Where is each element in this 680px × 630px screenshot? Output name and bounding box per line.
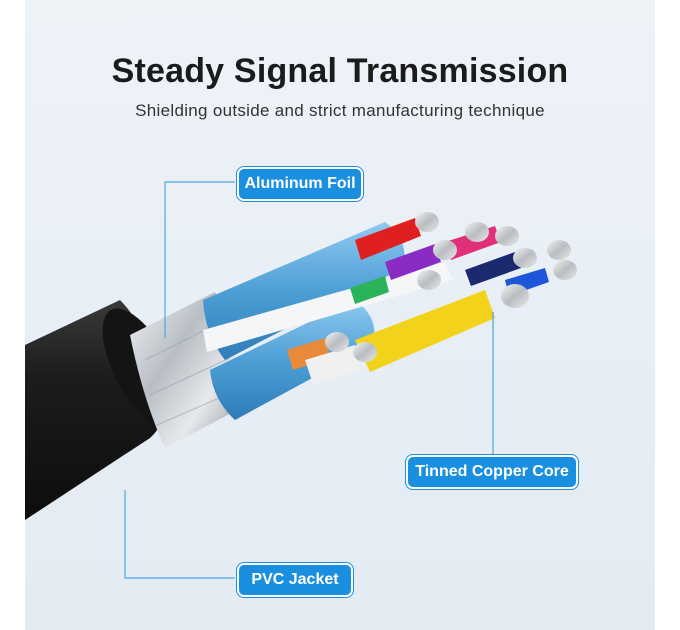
separator-white — [203, 262, 453, 352]
core-orange — [287, 338, 330, 370]
pvc-leader-line — [124, 490, 235, 579]
tinned-copper-core-label: Tinned Copper Core — [406, 455, 578, 489]
page-subtitle: Shielding outside and strict manufacturi… — [135, 101, 545, 120]
core-green — [350, 276, 389, 304]
foil-leader-line — [164, 181, 235, 338]
pvc-jacket-label: PVC Jacket — [237, 563, 353, 597]
core-purple — [385, 244, 441, 280]
product-panel: Steady Signal Transmission Shielding out… — [25, 0, 655, 630]
core-red — [355, 218, 421, 260]
tinned-copper-strands — [325, 212, 577, 362]
cable-illustration — [25, 181, 577, 579]
core-navy — [465, 252, 521, 286]
page-title: Steady Signal Transmission — [111, 52, 569, 90]
aluminum-foil-label: Aluminum Foil — [237, 167, 363, 201]
core-white — [305, 345, 361, 384]
core-yellow — [355, 290, 495, 372]
